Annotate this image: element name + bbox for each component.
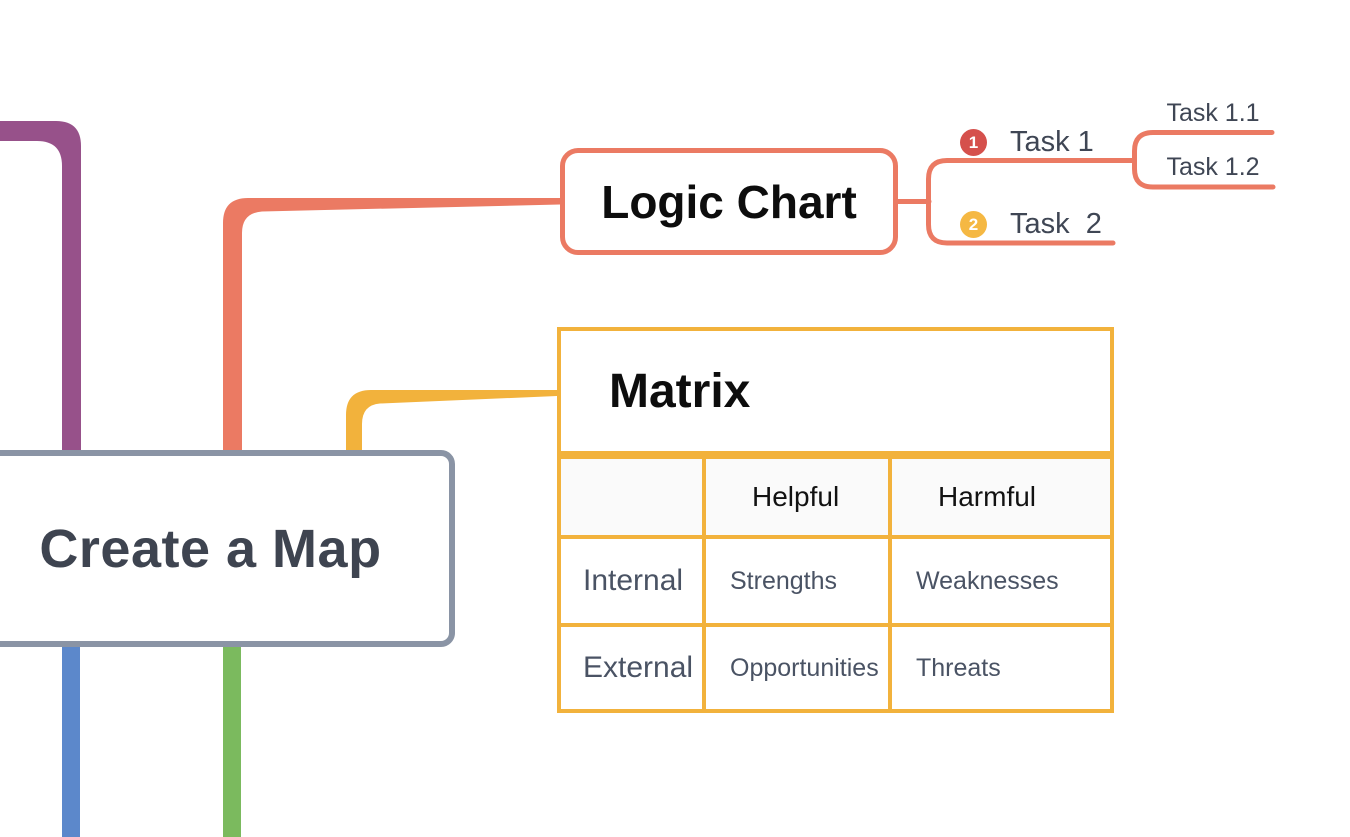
matrix-table: Helpful Harmful Internal Strengths Weakn…	[557, 455, 1114, 713]
matrix-col-header-harmful[interactable]: Harmful	[892, 459, 1110, 535]
branch-yellow	[346, 390, 557, 450]
matrix-row-header-external[interactable]: External	[561, 627, 702, 709]
matrix-cell-threats[interactable]: Threats	[892, 627, 1110, 709]
subtask-bracket-and-underlines	[1132, 130, 1276, 190]
branch-green	[223, 645, 241, 837]
task-2-label: Task 2	[1010, 208, 1102, 240]
task-1-label: Task 1	[1010, 126, 1094, 158]
matrix-cell-weaknesses[interactable]: Weaknesses	[892, 539, 1110, 623]
matrix-cell-strengths[interactable]: Strengths	[706, 539, 888, 623]
topic-logic-chart[interactable]: Logic Chart	[560, 148, 898, 255]
topic-task-1-1[interactable]: Task 1.1	[1166, 99, 1260, 127]
topic-task-1[interactable]: 1 Task 1	[960, 126, 1094, 159]
matrix-cell-opportunities[interactable]: Opportunities	[706, 627, 888, 709]
branch-blue	[62, 645, 80, 837]
topic-task-2[interactable]: 2 Task 2	[960, 208, 1102, 241]
matrix-col-header-helpful[interactable]: Helpful	[706, 459, 888, 535]
central-topic-label: Create a Map	[39, 518, 382, 579]
branch-purple	[0, 121, 81, 450]
branch-coral	[223, 198, 560, 450]
topic-matrix[interactable]: Matrix	[557, 327, 1114, 455]
matrix-corner-cell[interactable]	[561, 459, 702, 535]
matrix-row-header-internal[interactable]: Internal	[561, 539, 702, 623]
logic-chart-label: Logic Chart	[601, 175, 857, 228]
matrix-label: Matrix	[609, 364, 751, 418]
central-topic[interactable]: Create a Map	[0, 450, 455, 647]
priority-2-badge-icon[interactable]: 2	[960, 211, 987, 238]
priority-1-badge-icon[interactable]: 1	[960, 129, 987, 156]
task-bracket-and-underlines	[926, 158, 1137, 246]
topic-task-1-2[interactable]: Task 1.2	[1166, 153, 1260, 181]
